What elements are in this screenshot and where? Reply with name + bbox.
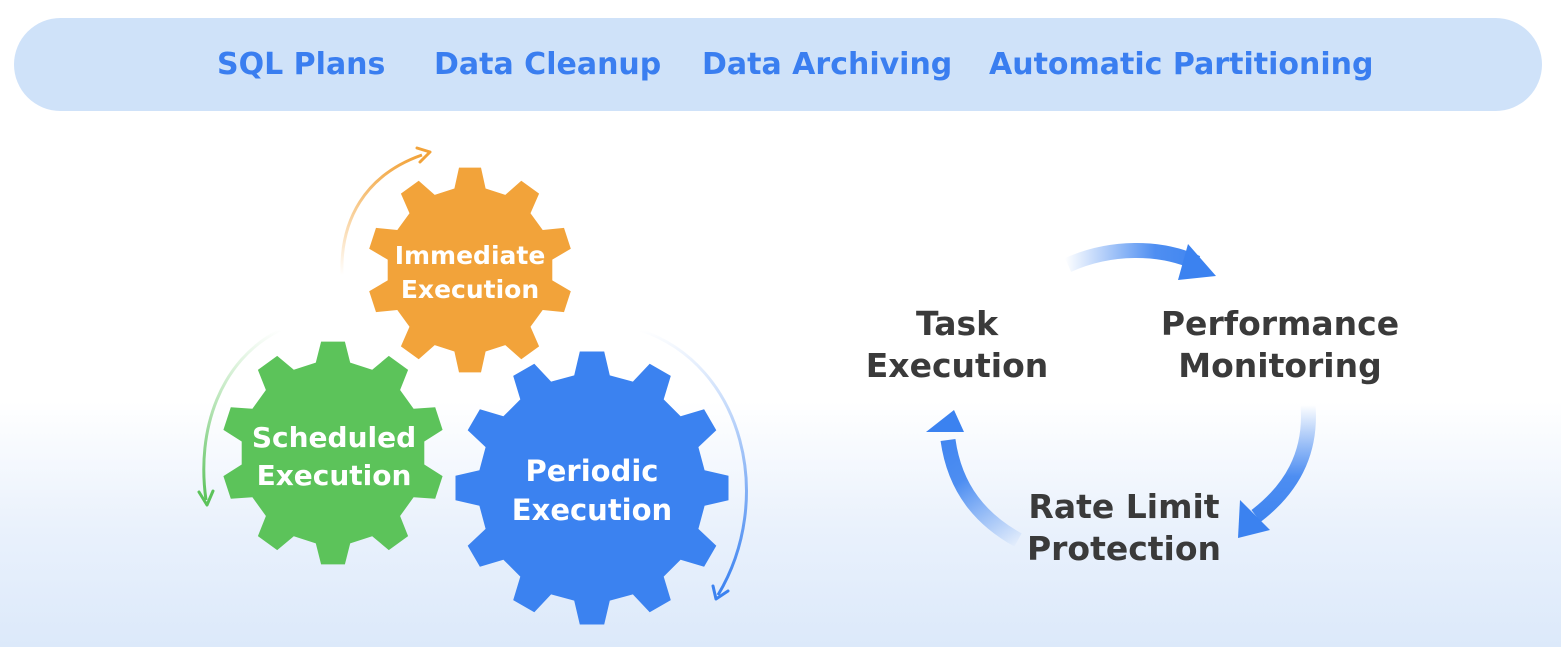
immediate-gear-label-line1: Immediate [395,241,546,270]
task-execution-label-line2: Execution [866,346,1049,385]
immediate-execution-gear [369,167,571,373]
performance-monitoring-label-line2: Monitoring [1178,346,1381,385]
green-arc-arrow [197,328,281,507]
tab-data-cleanup[interactable]: Data Cleanup [434,47,662,82]
cycle-arrow-top [1064,243,1216,280]
periodic-gear-label-line2: Execution [512,493,672,527]
tab-automatic-partitioning[interactable]: Automatic Partitioning [989,47,1374,82]
feature-tab-bar: SQL Plans Data Cleanup Data Archiving Au… [14,18,1542,111]
scheduled-execution-gear [223,341,443,565]
tab-sql-plans[interactable]: SQL Plans [217,47,386,82]
scheduled-gear-label-line1: Scheduled [252,421,416,454]
tab-data-archiving[interactable]: Data Archiving [702,47,953,82]
periodic-execution-gear [455,351,729,625]
performance-monitoring-label-line1: Performance [1161,304,1399,343]
blue-arc-arrow [639,328,748,601]
cycle-arrow-right [1238,404,1316,538]
cycle-arrow-left [926,410,1022,547]
rate-limit-label-line2: Protection [1027,529,1221,568]
orange-arc-arrow [340,146,432,276]
rate-limit-label-line1: Rate Limit [1028,487,1219,526]
immediate-gear-label-line2: Execution [401,275,539,304]
task-execution-label-line1: Task [916,304,999,343]
scheduled-gear-label-line2: Execution [257,459,412,492]
periodic-gear-label-line1: Periodic [526,454,659,488]
